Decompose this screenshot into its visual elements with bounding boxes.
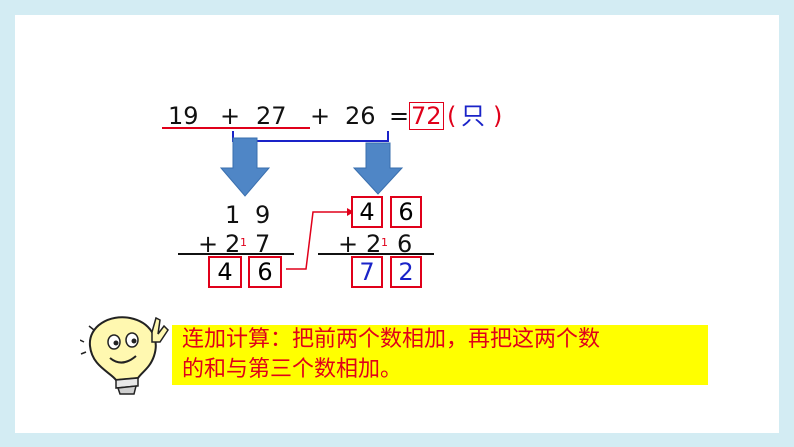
note-line2: 的和与第三个数相加。 <box>182 357 403 382</box>
equation-term2: 27 <box>256 102 287 130</box>
down-arrow-icon <box>219 137 271 197</box>
step1-plus: + <box>198 230 219 258</box>
step1-mid-digit2: 7 <box>255 230 271 258</box>
step2-mid-digit1: 2 <box>366 230 382 258</box>
equation-term3: 26 <box>345 102 376 130</box>
step2-mid-digit2: 6 <box>397 230 413 258</box>
step2-carry: 1 <box>381 236 388 249</box>
bracket-line <box>232 131 389 142</box>
step2-sum-line <box>318 253 434 255</box>
equation-plus-1: + <box>220 102 241 130</box>
step2-result-digit2: 2 <box>390 256 422 288</box>
step1-sum-line <box>178 253 294 255</box>
equation-paren-open: ( <box>447 102 457 130</box>
step1-mid-digit1: 2 <box>225 230 241 258</box>
connector-arrow-icon <box>347 208 354 216</box>
equation-paren-close: ) <box>493 102 503 130</box>
connector-line <box>286 211 347 270</box>
step1-result-digit2: 6 <box>248 256 282 288</box>
note-box: 连加计算：把前两个数相加，再把这两个数 的和与第三个数相加。 <box>172 325 708 385</box>
step1-carry: 1 <box>240 236 247 249</box>
equation-equals: = <box>389 102 410 130</box>
step2-top-digit2: 6 <box>390 196 422 228</box>
step1-result-digit1: 4 <box>208 256 242 288</box>
equation-plus-2: + <box>310 102 331 130</box>
equation-term1: 19 <box>168 102 199 130</box>
lightbulb-mascot-icon <box>80 316 169 395</box>
note-line1: 连加计算：把前两个数相加，再把这两个数 <box>182 327 601 352</box>
step2-plus: + <box>338 230 359 258</box>
step1-top-digit2: 9 <box>255 201 271 229</box>
step2-result-digit1: 7 <box>351 256 383 288</box>
down-arrow-icon <box>352 142 404 195</box>
equation-unit: 只 <box>461 102 485 130</box>
equation-result: 72 <box>409 102 444 130</box>
step1-top-digit1: 1 <box>225 201 241 229</box>
underline-first-sum <box>162 127 310 129</box>
step2-top-digit1: 4 <box>351 196 383 228</box>
